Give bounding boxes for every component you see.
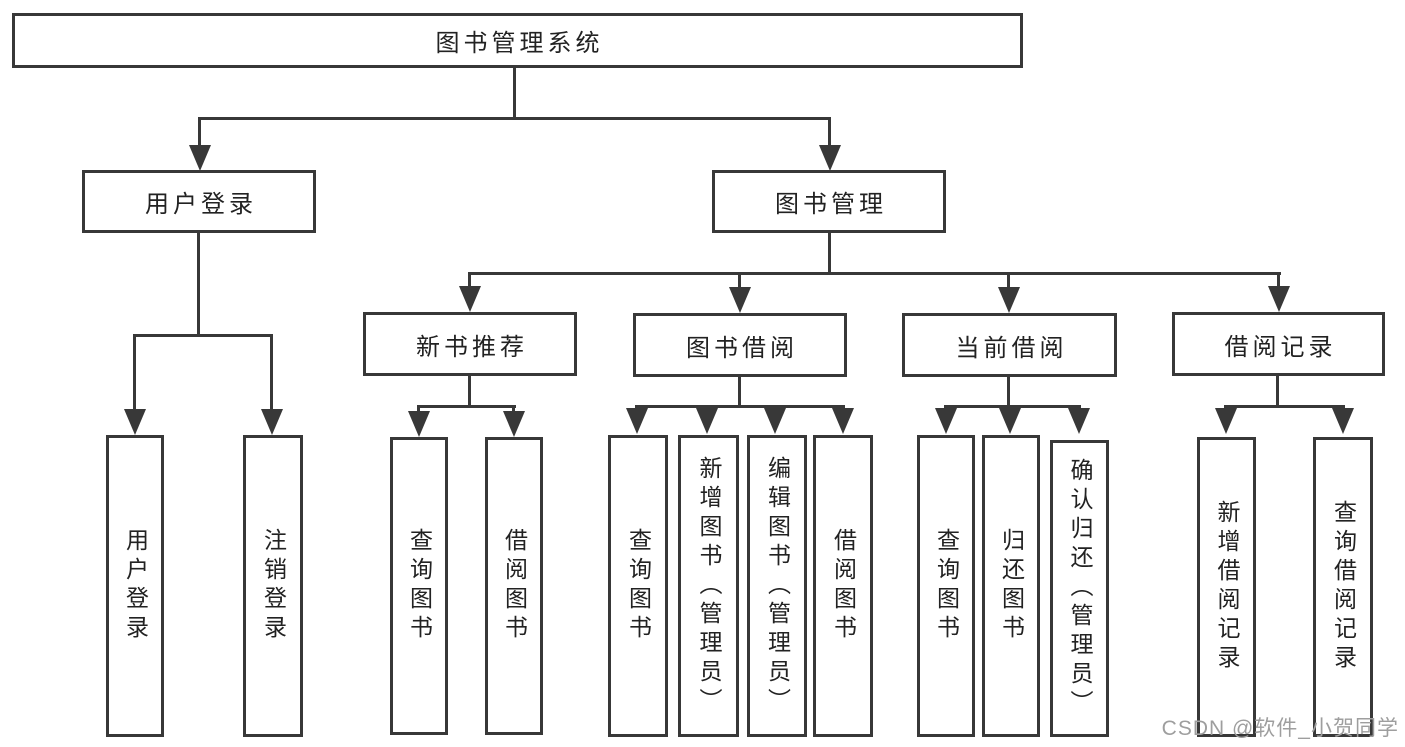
node-book-management: 图书管理 [712, 170, 946, 233]
connector-currentborrow-hbar [944, 405, 1081, 408]
connector-bookmgmt-hbar [468, 272, 1281, 275]
connector-bookborrow-hbar [635, 405, 845, 408]
leaf-nb-borrow-books: 借阅图书 [485, 437, 543, 735]
node-current-borrow: 当前借阅 [902, 313, 1117, 377]
node-label: 借阅记录 [1224, 333, 1337, 361]
leaf-label: 查询图书 [406, 528, 433, 644]
arrow-down-icon [626, 408, 648, 434]
arrow-down-icon [819, 145, 841, 171]
connector-stem-newbooks [468, 272, 471, 288]
leaf-logout: 注销登录 [243, 435, 303, 737]
connector-root-hbar [198, 117, 831, 120]
leaf-br-query-record: 查询借阅记录 [1313, 437, 1373, 737]
leaf-cb-return-books: 归还图书 [982, 435, 1040, 737]
arrow-down-icon [1068, 408, 1090, 434]
arrow-down-icon [935, 408, 957, 434]
node-label: 当前借阅 [955, 334, 1068, 362]
leaf-label: 查询图书 [625, 528, 652, 644]
leaf-label: 借阅图书 [501, 528, 528, 644]
connector-stem-leaf [270, 334, 273, 410]
connector-records-hbar [1224, 405, 1345, 408]
leaf-bb-borrow-books: 借阅图书 [813, 435, 873, 737]
connector-newbooks-hbar [417, 405, 516, 408]
arrow-down-icon [1215, 408, 1237, 434]
leaf-bb-query-books: 查询图书 [608, 435, 668, 737]
connector-bookborrow-stem [738, 377, 741, 407]
leaf-cb-confirm-return-admin: 确认归还（管理员） [1050, 440, 1109, 737]
connector-stem-book-mgmt [828, 117, 831, 147]
node-label: 图书借阅 [686, 334, 798, 362]
connector-stem-leaf [417, 405, 420, 413]
arrow-down-icon [832, 408, 854, 434]
arrow-down-icon [1332, 408, 1354, 434]
node-root-library-system: 图书管理系统 [12, 13, 1023, 68]
arrow-down-icon [261, 409, 283, 435]
connector-userlogin-stem [197, 233, 200, 337]
node-book-borrow: 图书借阅 [633, 313, 847, 377]
connector-bookmgmt-stem [828, 233, 831, 275]
arrow-down-icon [124, 409, 146, 435]
node-user-login: 用户登录 [82, 170, 316, 233]
leaf-label: 用户登录 [122, 528, 149, 644]
leaf-label: 查询图书 [933, 528, 960, 644]
leaf-label: 注销登录 [260, 528, 287, 644]
connector-stem-records [1277, 272, 1280, 288]
csdn-watermark: CSDN @软件_小贺同学 [1161, 717, 1399, 740]
leaf-label: 确认归还（管理员） [1067, 458, 1093, 719]
arrow-down-icon [998, 287, 1020, 313]
leaf-label: 新增图书（管理员） [696, 455, 722, 717]
arrow-down-icon [1268, 286, 1290, 312]
arrow-down-icon [189, 145, 211, 171]
arrow-down-icon [696, 408, 718, 434]
leaf-user-login: 用户登录 [106, 435, 164, 737]
leaf-br-add-record: 新增借阅记录 [1197, 437, 1256, 737]
connector-root-stem [513, 68, 516, 118]
arrow-down-icon [503, 411, 525, 437]
node-label: 新书推荐 [416, 333, 528, 361]
connector-stem-currentborrow [1007, 272, 1010, 288]
leaf-cb-query-books: 查询图书 [917, 435, 975, 737]
node-label: 图书管理系统 [435, 30, 604, 57]
connector-stem-user-login [198, 117, 201, 147]
leaf-label: 归还图书 [998, 528, 1025, 644]
arrow-down-icon [729, 287, 751, 313]
connector-currentborrow-stem [1007, 377, 1010, 407]
node-new-book-recommend: 新书推荐 [363, 312, 577, 376]
connector-newbooks-stem [468, 376, 471, 407]
leaf-label: 借阅图书 [830, 528, 857, 644]
leaf-bb-edit-books-admin: 编辑图书（管理员） [747, 435, 807, 737]
arrow-down-icon [408, 411, 430, 437]
connector-stem-leaf [133, 334, 136, 410]
leaf-bb-add-books-admin: 新增图书（管理员） [678, 435, 739, 737]
leaf-label: 查询借阅记录 [1330, 500, 1357, 674]
leaf-nb-query-books: 查询图书 [390, 437, 448, 735]
leaf-label: 新增借阅记录 [1214, 500, 1240, 674]
arrow-down-icon [999, 408, 1021, 434]
node-label: 用户登录 [145, 191, 257, 218]
connector-stem-leaf [512, 405, 515, 413]
node-borrow-records: 借阅记录 [1172, 312, 1385, 376]
leaf-label: 编辑图书（管理员） [764, 455, 791, 717]
connector-stem-bookborrow [738, 272, 741, 288]
arrow-down-icon [459, 286, 481, 312]
node-label: 图书管理 [775, 191, 887, 218]
connector-records-stem [1276, 375, 1279, 407]
connector-userlogin-hbar [133, 334, 273, 337]
arrow-down-icon [764, 408, 786, 434]
